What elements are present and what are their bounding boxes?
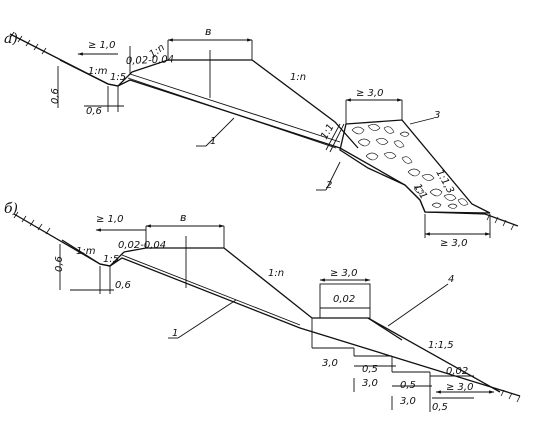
- section-a-berm-right: ≥ 3,0: [356, 88, 383, 99]
- section-b-berm-min: ≥ 1,0: [96, 214, 123, 225]
- section-a-slope-ditch-out: 1:5: [110, 72, 126, 83]
- section-b-crossfall: 0,02-0,04: [118, 240, 166, 251]
- section-b-ditch-depth: 0,6: [54, 256, 65, 272]
- section-b-ditch-bottom: 0,6: [115, 280, 131, 291]
- section-a-callout-1: 1: [210, 136, 216, 147]
- section-b-letter: б): [4, 201, 18, 217]
- section-b-callout-4: 4: [448, 274, 454, 285]
- section-b-dimensions: [95, 224, 495, 394]
- section-a-ditch-bottom: 0,6: [86, 106, 102, 117]
- section-b-berm-top: ≥ 3,0: [330, 268, 357, 279]
- section-b-step-4: 0,5: [400, 380, 416, 391]
- section-a-stone-fill: [325, 119, 491, 214]
- section-a-slope-fill: 1:1,3: [433, 168, 455, 196]
- section-b-ditch: [59, 239, 125, 294]
- section-b-step-3: 3,0: [362, 378, 378, 389]
- section-b-slope-embank: 1:n: [268, 268, 284, 279]
- section-a-ditch: [57, 59, 133, 112]
- section-b-slope-berm: 1:1,5: [428, 340, 454, 351]
- section-b-slope-ditch-in: 1:m: [76, 246, 96, 257]
- section-b-callout-1: 1: [172, 328, 178, 339]
- section-a-callout-2: 2: [326, 180, 332, 191]
- section-a-slope-core: 1:1: [319, 122, 337, 141]
- section-a-ditch-depth: 0,6: [50, 88, 61, 104]
- section-a-slope-toe: 1:1: [411, 182, 429, 201]
- section-a-ground: [9, 31, 519, 231]
- section-a-callout-3: 3: [434, 110, 440, 121]
- section-b-crest-width: в: [180, 211, 186, 224]
- section-b-slope-ditch-out: 1:5: [103, 254, 119, 265]
- section-a-letter: a): [4, 31, 18, 47]
- section-b: б): [4, 201, 521, 413]
- section-b-step-5: 3,0: [400, 396, 416, 407]
- section-a-crest-width: в: [205, 25, 211, 38]
- section-b-step-6: 0,5: [432, 402, 448, 413]
- section-b-berm-steps: [311, 317, 501, 412]
- section-b-embankment: [121, 236, 403, 341]
- section-a-slope-ditch-in: 1:m: [88, 66, 108, 77]
- section-a-toe-width: ≥ 3,0: [440, 238, 467, 249]
- section-b-toe-slope: 0,02: [446, 366, 468, 377]
- section-b-toe-width: ≥ 3,0: [446, 382, 473, 393]
- section-a: a): [4, 25, 519, 249]
- section-a-dimensions: [77, 38, 491, 238]
- section-b-step-2: 0,5: [362, 364, 378, 375]
- section-a-slope-embank-right: 1:n: [290, 72, 306, 83]
- section-a-berm-min: ≥ 1,0: [88, 40, 115, 51]
- section-a-crossfall: 0,02-0,04: [126, 54, 174, 67]
- section-b-step-1: 3,0: [322, 358, 338, 369]
- section-b-berm-top-slope: 0,02: [333, 294, 355, 305]
